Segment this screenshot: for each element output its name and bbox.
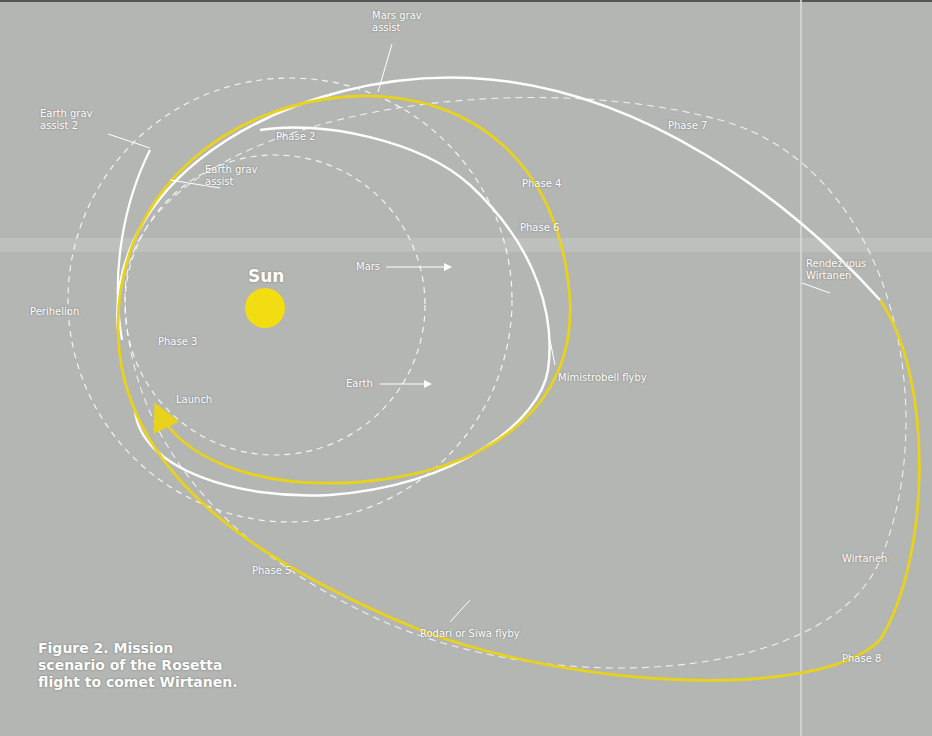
orbit-label: Wirtanen bbox=[842, 553, 912, 565]
orbit-label: Earth grav assist 2 bbox=[40, 108, 120, 132]
orbit-label: Mars bbox=[356, 261, 396, 273]
orbit-label: Earth bbox=[346, 378, 386, 390]
orbit-label: Mars grav assist bbox=[372, 10, 442, 34]
orbit-label: Phase 6 bbox=[520, 222, 580, 234]
figure-caption: Figure 2. Mission scenario of the Rosett… bbox=[38, 640, 238, 691]
orbit-label: Mimistrobell flyby bbox=[558, 372, 648, 384]
orbit-label: Phase 8 bbox=[842, 653, 902, 665]
orbit-label: Rendezvous Wirtanen bbox=[806, 258, 896, 282]
orbit-label: Earth grav assist bbox=[205, 164, 275, 188]
orbit-label: Phase 3 bbox=[158, 336, 218, 348]
orbit-label: Phase 4 bbox=[522, 178, 582, 190]
orbit-label: Phase 2 bbox=[276, 131, 336, 143]
orbit-label: Launch bbox=[176, 394, 236, 406]
orbit-label: Perihelion bbox=[30, 306, 110, 318]
orbit-label: Phase 7 bbox=[668, 120, 728, 132]
orbit-label: Rodari or Siwa flyby bbox=[420, 628, 520, 640]
sun-label: Sun bbox=[248, 266, 308, 286]
orbit-label: Phase 5 bbox=[252, 565, 312, 577]
